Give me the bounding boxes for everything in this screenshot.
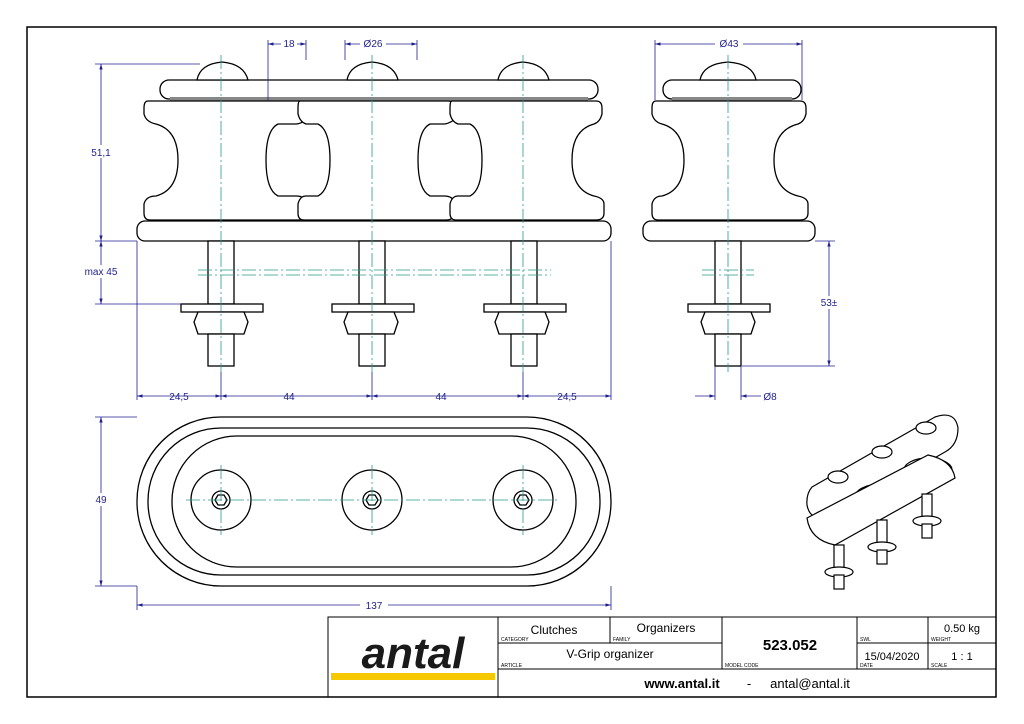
dim-diameter-26: Ø26 [364,39,383,50]
dim-24-5-right: 24,5 [557,392,577,403]
centerlines [186,55,754,535]
dim-18: 18 [283,39,295,50]
brand-logo: antal [362,629,465,678]
isometric-view [806,414,959,590]
model-code-value: 523.052 [763,637,817,654]
dim-53: 53± [821,298,838,309]
website-link[interactable]: www.antal.it [643,676,720,691]
dim-diameter-43: Ø43 [720,39,739,50]
dim-24-5-left: 24,5 [169,392,189,403]
logo-underline [331,673,495,680]
family-value: Organizers [637,621,696,635]
dim-137: 137 [366,601,383,612]
date-label: DATE [860,663,874,669]
side-view [642,61,816,367]
scale-value: 1 : 1 [951,651,972,663]
swl-label: SWL [860,637,871,643]
dim-height-51-1: 51,1 [91,148,111,159]
dim-44-right: 44 [435,392,447,403]
dim-49: 49 [95,495,107,506]
footer-separator: - [747,676,751,691]
front-view [136,61,612,367]
category-value: Clutches [531,623,578,637]
email-link[interactable]: antal@antal.it [770,676,850,691]
family-label: FAMILY [613,637,631,643]
top-view [136,416,612,587]
dim-diameter-8: Ø8 [763,392,777,403]
category-label: CATEGORY [501,637,529,643]
dimension-lines [95,40,835,610]
dim-44-left: 44 [283,392,295,403]
title-block [327,616,997,698]
weight-value: 0.50 kg [944,623,980,635]
article-label: ARTICLE [501,663,523,669]
scale-label: SCALE [931,663,948,669]
date-value: 15/04/2020 [864,651,919,663]
weight-label: WEIGHT [931,637,951,643]
model-code-label: MODEL CODE [725,663,759,669]
dimension-labels: 18 Ø26 Ø43 51,1 max 45 53± 24,5 44 44 24… [82,36,842,612]
dim-max-45: max 45 [85,267,118,278]
article-value: V-Grip organizer [566,647,653,661]
